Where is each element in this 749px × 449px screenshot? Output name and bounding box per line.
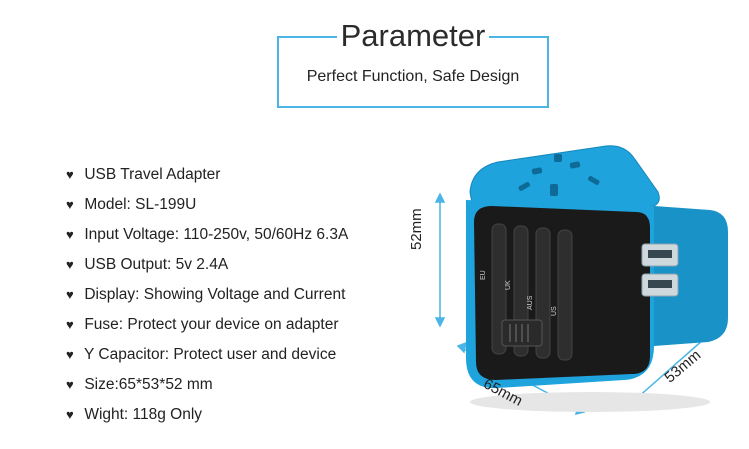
spec-item: ♥ Y Capacitor: Protect user and device bbox=[66, 344, 348, 374]
frame-line-left bbox=[277, 36, 279, 106]
spec-item: ♥ Model: SL-199U bbox=[66, 194, 348, 224]
heart-icon: ♥ bbox=[66, 407, 74, 422]
adapter-right-side bbox=[654, 206, 728, 346]
page-subtitle: Perfect Function, Safe Design bbox=[306, 68, 520, 85]
heart-icon: ♥ bbox=[66, 287, 74, 302]
adapter-svg: EU UK AUS US bbox=[434, 145, 728, 416]
heart-icon: ♥ bbox=[66, 347, 74, 362]
spec-item: ♥ USB Output: 5v 2.4A bbox=[66, 254, 348, 284]
spec-item: ♥ Size:65*53*52 mm bbox=[66, 374, 348, 404]
header-frame: Parameter Perfect Function, Safe Design bbox=[277, 14, 549, 108]
spec-item: ♥ Display: Showing Voltage and Current bbox=[66, 284, 348, 314]
spec-list: ♥ USB Travel Adapter ♥ Model: SL-199U ♥ … bbox=[66, 164, 348, 434]
plug-label-aus: AUS bbox=[527, 295, 534, 310]
usb-ports bbox=[641, 243, 679, 297]
spec-item: ♥ Input Voltage: 110-250v, 50/60Hz 6.3A bbox=[66, 224, 348, 254]
height-arrow bbox=[434, 192, 446, 328]
spec-item: ♥ USB Travel Adapter bbox=[66, 164, 348, 194]
frame-line-bottom bbox=[277, 106, 549, 108]
page-title: Parameter bbox=[340, 18, 486, 53]
heart-icon: ♥ bbox=[66, 227, 74, 242]
heart-icon: ♥ bbox=[66, 377, 74, 392]
frame-line-right bbox=[547, 36, 549, 106]
adapter-illustration: EU UK AUS US 52mm 65mm 53mm bbox=[408, 140, 740, 440]
plug-label-uk: UK bbox=[505, 280, 512, 290]
spec-item: ♥ Fuse: Protect your device on adapter bbox=[66, 314, 348, 344]
socket-holes bbox=[518, 154, 600, 196]
frame-line-top-left bbox=[277, 36, 337, 38]
dimension-height-label: 52mm bbox=[408, 208, 425, 250]
frame-line-top-right bbox=[489, 36, 549, 38]
heart-icon: ♥ bbox=[66, 257, 74, 272]
adapter-shadow bbox=[470, 392, 710, 412]
spec-item: ♥ Wight: 118g Only bbox=[66, 404, 348, 434]
plug-label-us: US bbox=[551, 306, 558, 316]
heart-icon: ♥ bbox=[66, 197, 74, 212]
plug-label-eu: EU bbox=[480, 270, 487, 280]
slider-grip bbox=[509, 324, 529, 342]
heart-icon: ♥ bbox=[66, 317, 74, 332]
heart-icon: ♥ bbox=[66, 167, 74, 182]
